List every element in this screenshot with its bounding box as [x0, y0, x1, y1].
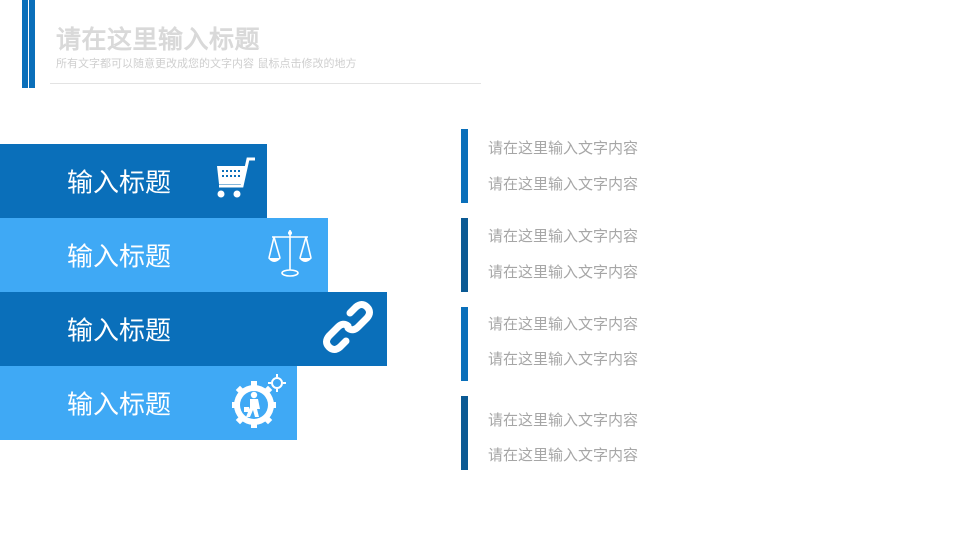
business-gear-icon	[232, 373, 288, 433]
shopping-cart-icon	[215, 156, 257, 206]
link-icon	[320, 299, 376, 359]
content-text[interactable]: 请在这里输入文字内容	[488, 227, 639, 245]
scales-icon	[266, 228, 314, 282]
block-label: 输入标题	[67, 242, 172, 273]
content-text[interactable]: 请在这里输入文字内容	[488, 411, 639, 429]
content-text[interactable]: 请在这里输入文字内容	[488, 175, 639, 193]
content-text[interactable]: 请在这里输入文字内容	[488, 263, 639, 281]
content-text[interactable]: 请在这里输入文字内容	[488, 446, 639, 464]
content-text[interactable]: 请在这里输入文字内容	[488, 350, 639, 368]
block-label: 输入标题	[67, 168, 172, 199]
title-block-3[interactable]: 输入标题	[0, 292, 387, 366]
content-bar-4	[461, 396, 468, 470]
header-divider	[50, 83, 481, 84]
content-text[interactable]: 请在这里输入文字内容	[488, 315, 639, 333]
title-block-2[interactable]: 输入标题	[0, 218, 328, 292]
content-bar-1	[461, 129, 468, 203]
page-subtitle[interactable]: 所有文字都可以随意更改成您的文字内容 鼠标点击修改的地方	[56, 57, 357, 70]
accent-stripe-left	[22, 0, 28, 88]
content-bar-2	[461, 218, 468, 292]
content-bar-3	[461, 307, 468, 381]
title-block-1[interactable]: 输入标题	[0, 144, 267, 218]
block-label: 输入标题	[67, 316, 172, 347]
title-block-4[interactable]: 输入标题	[0, 366, 297, 440]
content-text[interactable]: 请在这里输入文字内容	[488, 139, 639, 157]
page-title[interactable]: 请在这里输入标题	[56, 25, 261, 54]
accent-stripe-right	[29, 0, 35, 88]
block-label: 输入标题	[67, 390, 172, 421]
